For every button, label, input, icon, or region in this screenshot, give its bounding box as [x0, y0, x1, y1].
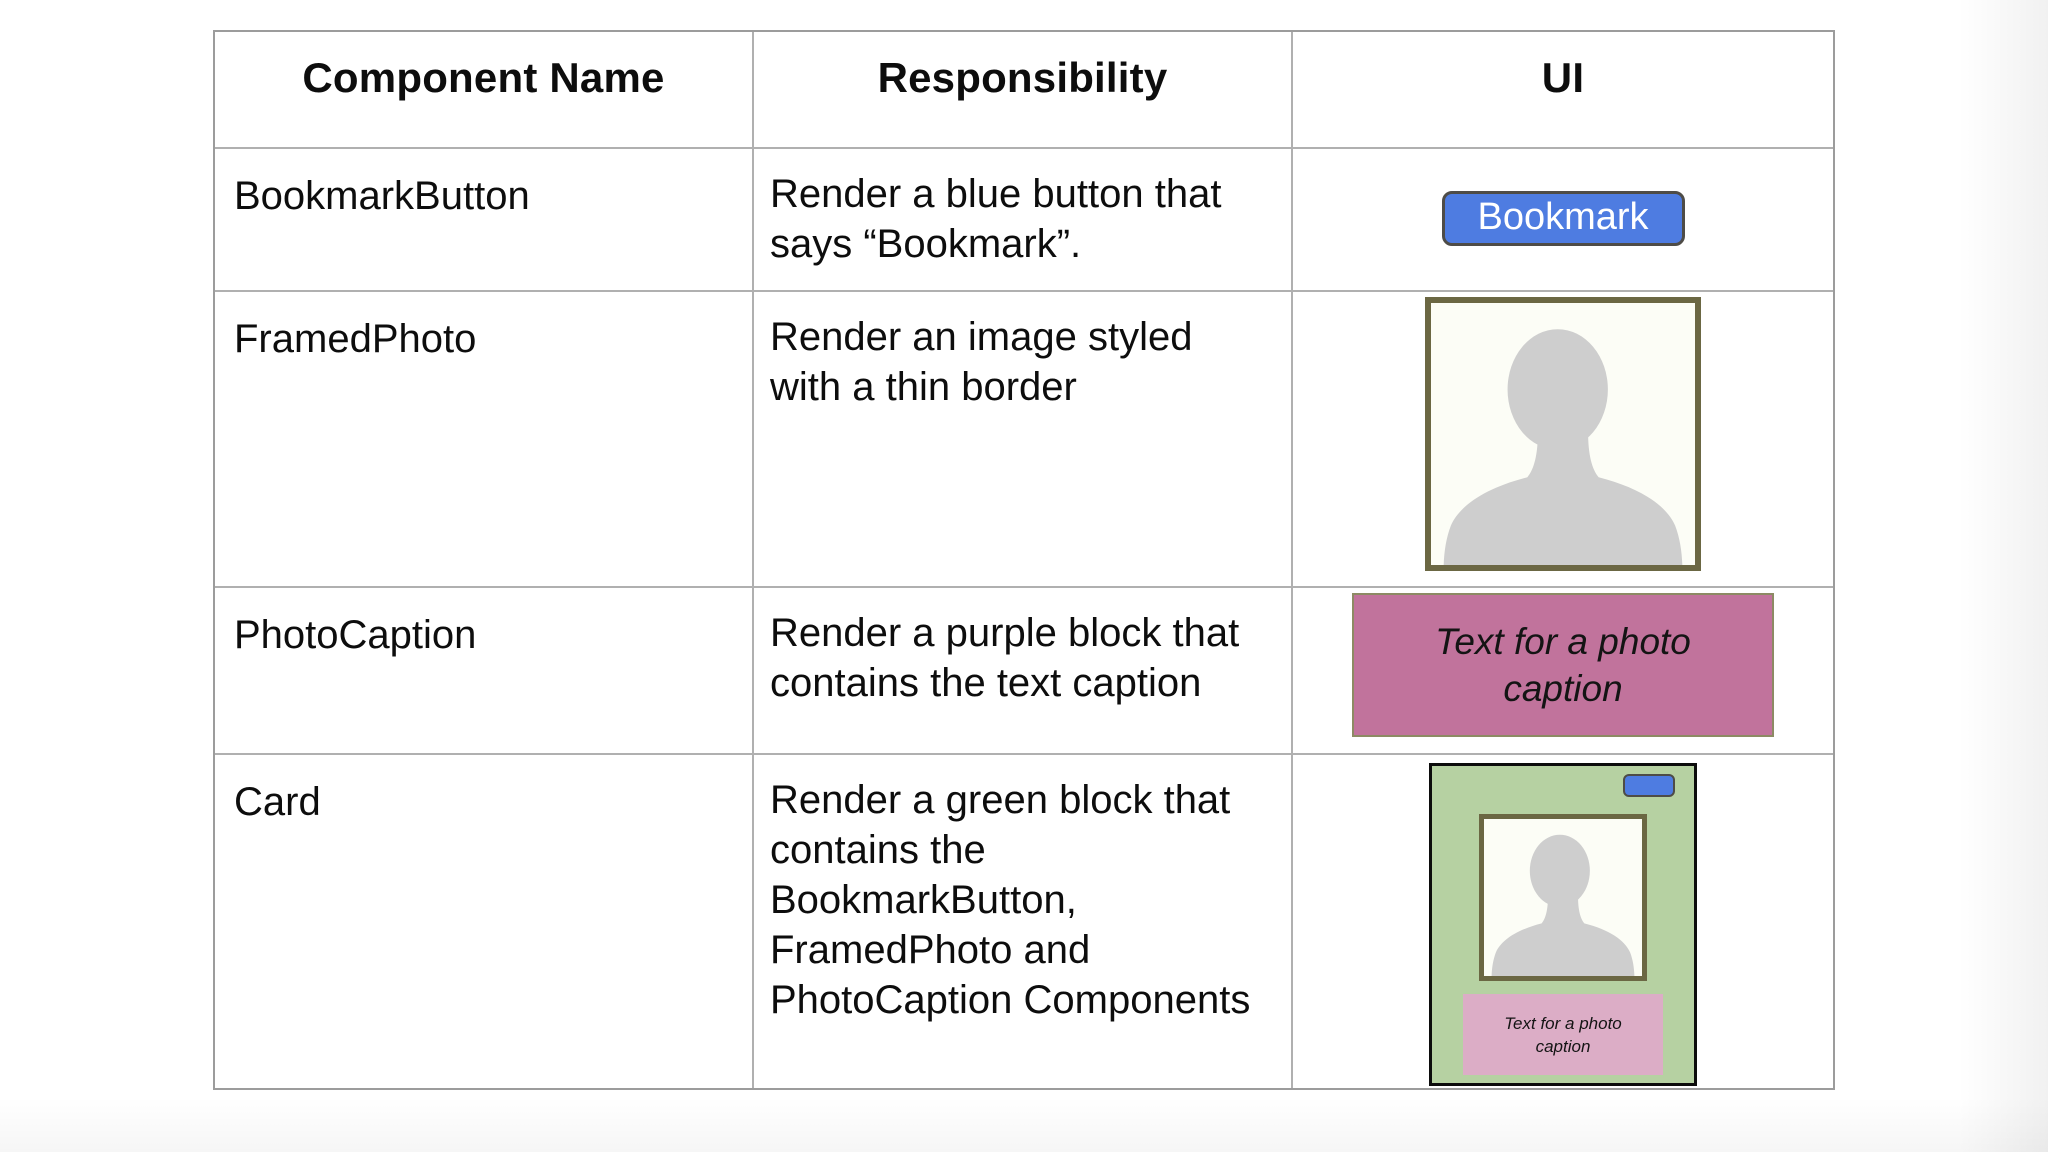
responsibility-line: contains the [770, 828, 986, 872]
header-component-name-label: Component Name [302, 53, 665, 101]
bookmark-button[interactable]: Bookmark [1441, 191, 1685, 246]
responsibility-line: contains the text caption [770, 661, 1202, 705]
header-ui-label: UI [1541, 53, 1585, 101]
responsibility-line: Render a green block that [770, 778, 1231, 822]
card-framed-photo [1479, 814, 1647, 981]
component-name-photocaption: PhotoCaption [215, 588, 754, 755]
responsibility-line: BookmarkButton, [770, 878, 1077, 922]
responsibility-line: Render an image styled [770, 315, 1193, 359]
card-block: Text for a photo caption [1429, 763, 1697, 1086]
photo-caption-block: Text for a photo caption [1352, 593, 1774, 737]
bookmark-button-label: Bookmark [1477, 195, 1649, 238]
header-ui: UI [1293, 32, 1833, 149]
header-responsibility-label: Responsibility [877, 53, 1168, 101]
responsibility-line: says “Bookmark”. [770, 222, 1082, 266]
photo-caption-text: Text for a photo caption [1435, 621, 1691, 709]
responsibility-bookmarkbutton: Render a blue button that says “Bookmark… [754, 149, 1293, 292]
responsibility-framedphoto: Render an image styled with a thin borde… [754, 292, 1293, 588]
page-edge-shade-bottom [0, 1097, 2048, 1152]
page-edge-shade-right [1958, 0, 2048, 1152]
component-name-text: PhotoCaption [234, 613, 477, 657]
person-placeholder-icon [1491, 834, 1635, 976]
responsibility-photocaption: Render a purple block that contains the … [754, 588, 1293, 755]
component-name-bookmarkbutton: BookmarkButton [215, 149, 754, 292]
card-photo-caption-text: Text for a photo caption [1504, 1013, 1622, 1056]
header-responsibility: Responsibility [754, 32, 1293, 149]
component-table: Component Name Responsibility UI Bookmar… [213, 30, 1835, 1090]
responsibility-line: PhotoCaption Components [770, 978, 1251, 1022]
mini-bookmark-button[interactable] [1623, 774, 1675, 797]
responsibility-line: Render a blue button that [770, 172, 1222, 216]
component-name-text: BookmarkButton [234, 174, 530, 218]
component-name-card: Card [215, 755, 754, 1088]
component-name-text: FramedPhoto [234, 317, 477, 361]
component-name-text: Card [234, 780, 321, 824]
ui-cell-framedphoto [1293, 292, 1833, 588]
header-component-name: Component Name [215, 32, 754, 149]
component-name-framedphoto: FramedPhoto [215, 292, 754, 588]
person-placeholder-icon [1443, 329, 1683, 565]
responsibility-line: Render a purple block that [770, 611, 1240, 655]
ui-cell-card: Text for a photo caption [1293, 755, 1833, 1088]
responsibility-line: FramedPhoto and [770, 928, 1091, 972]
ui-cell-bookmarkbutton: Bookmark [1293, 149, 1833, 292]
responsibility-line: with a thin border [770, 365, 1077, 409]
responsibility-card: Render a green block that contains the B… [754, 755, 1293, 1088]
ui-cell-photocaption: Text for a photo caption [1293, 588, 1833, 755]
card-photo-caption-block: Text for a photo caption [1463, 994, 1663, 1075]
framed-photo [1425, 297, 1701, 571]
